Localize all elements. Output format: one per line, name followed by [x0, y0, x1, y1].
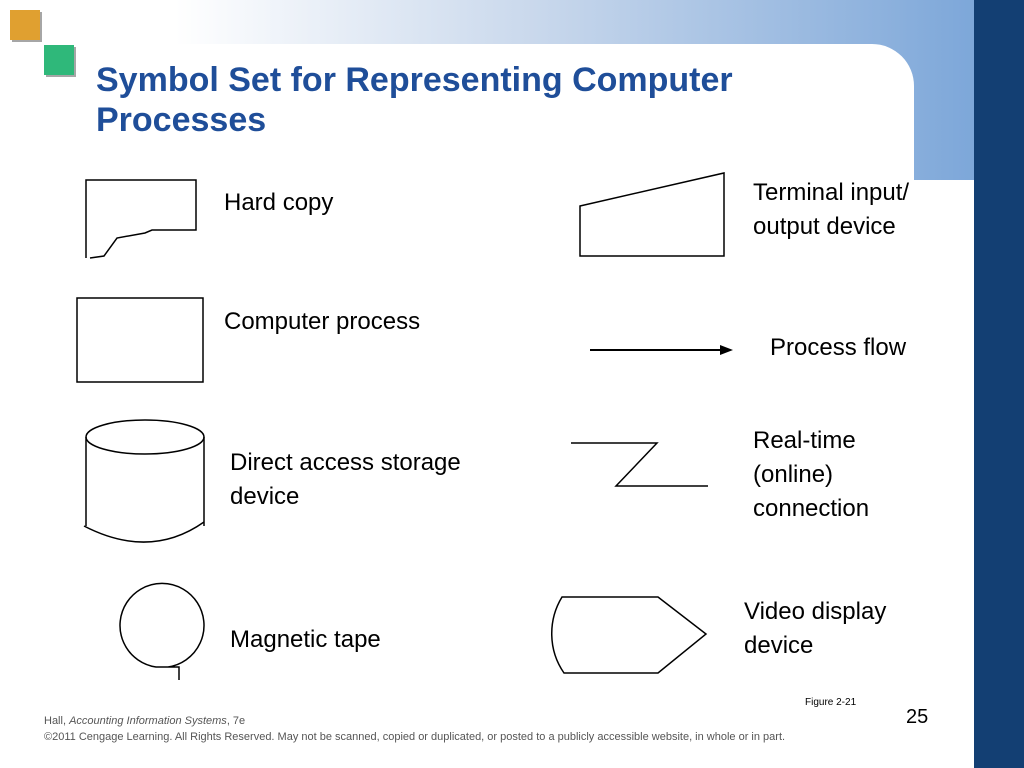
footer-edition: , 7e [226, 715, 246, 727]
hard-copy-icon [85, 179, 197, 259]
process-flow-arrow-icon [590, 345, 733, 355]
footer-citation: Hall, Accounting Information Systems, 7e [44, 713, 785, 729]
label-video-display: Video display device [744, 598, 887, 659]
label-process-flow: Process flow [770, 334, 907, 361]
footer-copyright: ©2011 Cengage Learning. All Rights Reser… [44, 731, 786, 743]
label-terminal-device: Terminal input/ output device [753, 179, 910, 240]
content-panel [78, 44, 914, 204]
label-hard-copy: Hard copy [224, 189, 334, 216]
label-direct-access-storage: Direct access storage device [230, 449, 461, 510]
decorative-square-green [44, 45, 74, 75]
right-accent-bar [974, 0, 1024, 768]
slide-number: 25 [906, 706, 929, 728]
label-computer-process: Computer process [224, 308, 421, 335]
label-real-time-connection: Real-time (online) connection [753, 427, 870, 522]
terminal-device-icon [579, 172, 725, 257]
figure-caption: Figure 2-21 [805, 697, 857, 708]
decorative-square-orange [10, 10, 40, 40]
footer-author: Hall, [44, 715, 70, 727]
slide-title: Symbol Set for Representing Computer Pro… [96, 61, 733, 139]
footer: Hall, Accounting Information Systems, 7e… [44, 713, 785, 745]
footer-book-title: Accounting Information Systems [69, 715, 227, 727]
label-magnetic-tape: Magnetic tape [230, 626, 381, 653]
video-display-icon [551, 596, 708, 674]
magnetic-tape-icon [119, 582, 205, 680]
direct-access-storage-icon [83, 419, 205, 543]
computer-process-icon [76, 297, 204, 383]
flowchart-symbols [76, 172, 733, 680]
real-time-connection-icon [571, 442, 708, 487]
